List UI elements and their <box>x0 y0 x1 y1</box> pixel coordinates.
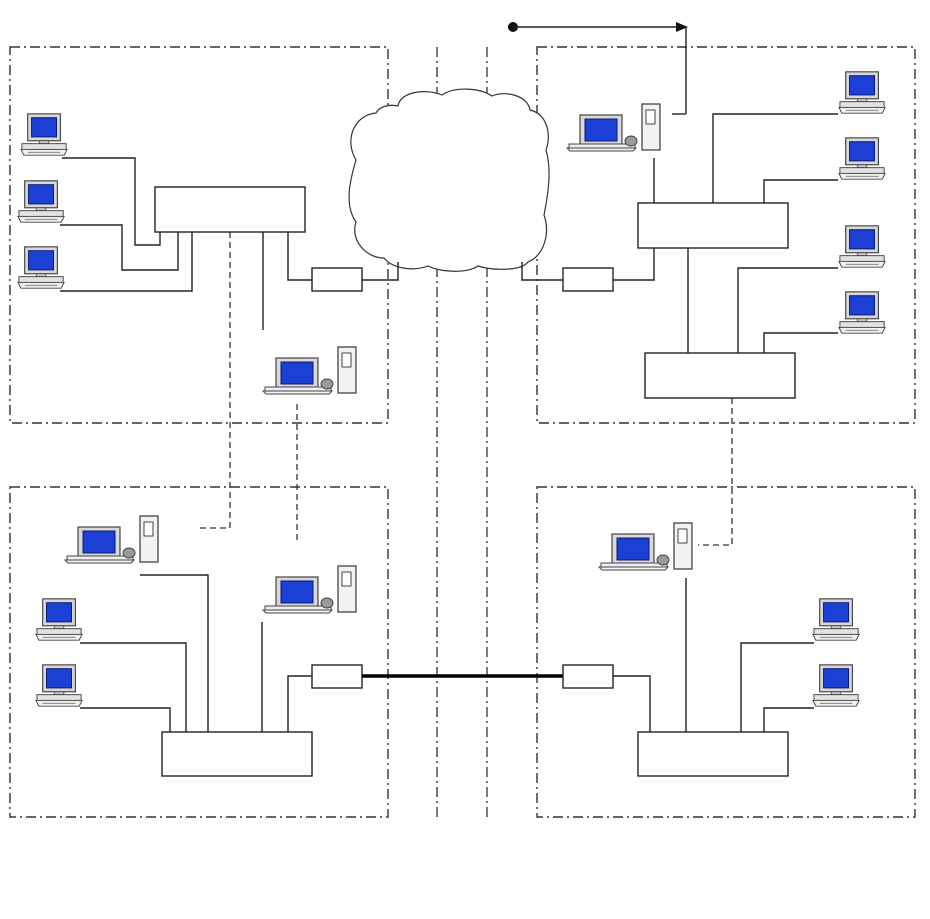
modem-box-bl[interactable] <box>311 664 363 689</box>
wire-tr-3 <box>737 267 838 353</box>
wire-tl-1 <box>62 157 161 246</box>
wire-tl-cloud <box>362 262 399 281</box>
device-box-tl[interactable] <box>154 186 306 233</box>
device-box-tr-upper[interactable] <box>637 202 789 249</box>
terminal-icon-tl-2[interactable] <box>17 180 65 223</box>
terminal-icon-tr-3[interactable] <box>838 225 886 268</box>
terminal-icon-tr-4[interactable] <box>838 291 886 334</box>
wire-tr-2 <box>763 179 838 203</box>
arrow-head <box>676 22 688 32</box>
wire-br-1 <box>740 642 814 732</box>
wire-tr-1 <box>712 113 838 203</box>
wire-bl-ws1 <box>140 574 209 732</box>
wire-tr-4 <box>763 332 838 353</box>
terminal-icon-tr-1[interactable] <box>838 71 886 114</box>
terminal-icon-bl-1[interactable] <box>35 598 83 641</box>
wire-bl-2 <box>80 707 171 732</box>
dash-tl-device-to-bl <box>196 232 231 529</box>
wire-tr-cloud <box>521 262 563 281</box>
terminal-icon-tl-1[interactable] <box>20 113 68 156</box>
wire-bl-modem <box>287 675 312 732</box>
wire-tl-modem <box>287 232 312 281</box>
zone-bottom-left-content <box>35 515 363 777</box>
zone-bottom-right <box>536 486 916 818</box>
zone-top-left <box>9 46 389 424</box>
modem-box-tr[interactable] <box>562 267 614 292</box>
workstation-icon-br[interactable] <box>598 522 693 571</box>
terminal-icon-br-2[interactable] <box>812 664 860 707</box>
wire-tl-2 <box>60 224 179 271</box>
zone-top-left-content <box>17 113 399 540</box>
wire-br-modem <box>613 675 651 732</box>
terminal-icon-tl-3[interactable] <box>17 246 65 289</box>
terminal-icon-br-1[interactable] <box>812 598 860 641</box>
device-box-br[interactable] <box>637 731 789 777</box>
modem-box-br[interactable] <box>562 664 614 689</box>
workstation-icon-tl[interactable] <box>262 346 357 395</box>
wire-bl-1 <box>80 642 187 732</box>
wire-br-2 <box>763 707 814 732</box>
zone-top-right-content <box>521 71 886 546</box>
device-box-bl[interactable] <box>161 731 313 777</box>
dash-tr-to-br <box>698 398 733 546</box>
workstation-icon-bl-2[interactable] <box>262 565 357 614</box>
modem-box-tl[interactable] <box>311 267 363 292</box>
wire-tl-3 <box>60 232 193 292</box>
workstation-icon-bl-1[interactable] <box>64 515 159 564</box>
workstation-icon-tr[interactable] <box>566 103 661 152</box>
terminal-icon-bl-2[interactable] <box>35 664 83 707</box>
device-box-tr-lower[interactable] <box>644 352 796 399</box>
terminal-icon-tr-2[interactable] <box>838 137 886 180</box>
wan-cloud <box>348 88 550 272</box>
zone-bottom-right-content <box>562 522 860 777</box>
zone-bottom-left <box>9 486 389 818</box>
wire-tr-modem <box>613 248 655 281</box>
